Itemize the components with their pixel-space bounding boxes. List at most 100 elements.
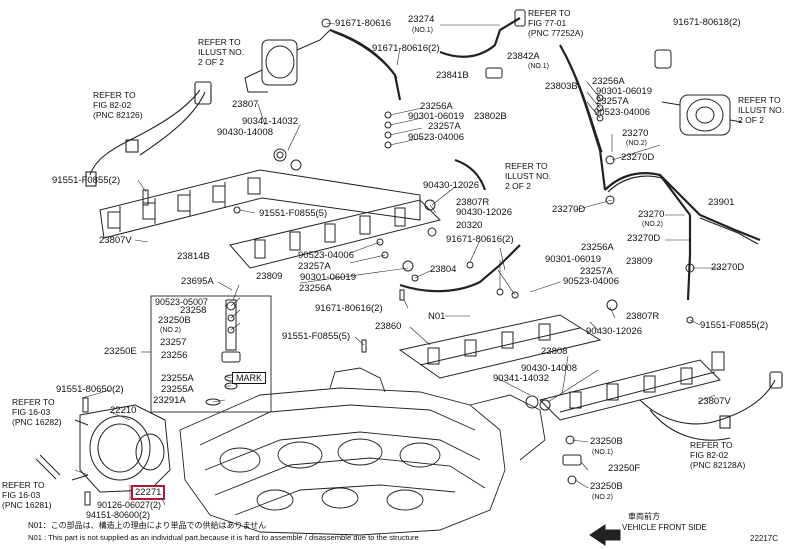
label-90523-04006-c[interactable]: 90523-04006 — [408, 132, 464, 143]
label-90430-14008-l[interactable]: 90430-14008 — [217, 127, 273, 138]
label-22210[interactable]: 22210 — [110, 405, 137, 416]
label-90301-06019-m2[interactable]: 90301-06019 — [545, 254, 601, 265]
label-23803b[interactable]: 23803B — [545, 81, 578, 92]
label-91551-f0855-5b[interactable]: 91551-F0855(5) — [282, 331, 351, 342]
fasteners — [35, 9, 695, 506]
label-23802b[interactable]: 23802B — [474, 111, 507, 122]
leader-lines — [74, 22, 720, 506]
label-23250b[interactable]: 23250B — [158, 315, 191, 326]
label-23250e[interactable]: 23250E — [104, 346, 137, 357]
label-23274[interactable]: 23274 — [408, 14, 435, 25]
label-23807v-l[interactable]: 23807V — [99, 235, 132, 246]
label-23256a-m2[interactable]: 23256A — [581, 242, 614, 253]
label-91551-f0855-5a[interactable]: 91551-F0855(5) — [259, 208, 328, 219]
wire-harnesses — [85, 81, 783, 441]
label-23270d-a[interactable]: 23270D — [621, 152, 655, 163]
label-91551-f0855-l[interactable]: 91551-F0855(2) — [52, 175, 121, 186]
label-90430-14008-r[interactable]: 90430-14008 — [521, 363, 577, 374]
label-90301-06019-r[interactable]: 90301-06019 — [596, 86, 652, 97]
label-23804[interactable]: 23804 — [430, 264, 457, 275]
label-23270d-d[interactable]: 23270D — [711, 262, 745, 273]
label-90430-12026-a[interactable]: 90430-12026 — [423, 180, 479, 191]
label-23842a[interactable]: 23842A — [507, 51, 540, 62]
label-91671-80618[interactable]: 91671-80618(2) — [673, 17, 741, 28]
label-91551-80650[interactable]: 91551-80650(2) — [56, 384, 124, 395]
vehicle-front-arrow-icon — [589, 524, 621, 546]
label-90523-04006-m2[interactable]: 90523-04006 — [563, 276, 619, 287]
label-23841b[interactable]: 23841B — [436, 70, 469, 81]
intake-manifold — [179, 367, 546, 536]
label-23257a-c[interactable]: 23257A — [428, 121, 461, 132]
label-23860[interactable]: 23860 — [375, 321, 402, 332]
fuel-pump-left — [244, 29, 331, 93]
label-23270d-c[interactable]: 23270D — [627, 233, 661, 244]
label-90523-05007[interactable]: 90523-05007 — [155, 297, 209, 307]
label-22271-highlighted[interactable]: 22271 — [130, 485, 166, 500]
label-23255a-2[interactable]: 23255A — [161, 384, 194, 395]
label-23257a-m2[interactable]: 23257A — [580, 266, 613, 277]
label-23291a[interactable]: 23291A — [153, 395, 186, 406]
label-90430-12026-c[interactable]: 90430-12026 — [586, 326, 642, 337]
label-23250b-sub: (NO.2) — [160, 327, 181, 334]
label-23809-m[interactable]: 23809 — [256, 271, 283, 282]
label-90430-12026-b[interactable]: 90430-12026 — [456, 207, 512, 218]
label-23814b[interactable]: 23814B — [177, 251, 210, 262]
label-23809-r[interactable]: 23809 — [626, 256, 653, 267]
mark-box-wrap: MARK — [232, 372, 267, 384]
label-20320[interactable]: 20320 — [456, 220, 483, 231]
label-90301-06019-c[interactable]: 90301-06019 — [408, 111, 464, 122]
label-23270-b[interactable]: 23270 — [638, 209, 665, 220]
label-23250b-b[interactable]: 23250B — [590, 436, 623, 447]
label-91671-80616-c[interactable]: 91671-80616(2) — [446, 234, 514, 245]
label-90126-06027[interactable]: 90126-06027(2) — [97, 500, 162, 510]
pipe-outlines — [332, 31, 759, 245]
label-23257[interactable]: 23257 — [160, 337, 187, 348]
fuel-pump-right — [661, 94, 743, 136]
label-91671-80616-a[interactable]: 91671-80616 — [335, 18, 391, 29]
label-23256a-m[interactable]: 23256A — [299, 283, 332, 294]
label-23270-a[interactable]: 23270 — [622, 128, 649, 139]
label-23807v-r[interactable]: 23807V — [698, 396, 731, 407]
label-23901[interactable]: 23901 — [708, 197, 735, 208]
label-23257a-r[interactable]: 23257A — [596, 96, 629, 107]
label-90341-14032-r[interactable]: 90341-14032 — [493, 373, 549, 384]
label-23807r-b[interactable]: 23807R — [626, 311, 660, 322]
label-91671-80616-d[interactable]: 91671-80616(2) — [315, 303, 383, 314]
label-23807[interactable]: 23807 — [232, 99, 259, 110]
label-23256a-r[interactable]: 23256A — [592, 76, 625, 87]
label-91671-80616-b[interactable]: 91671-80616(2) — [372, 43, 440, 54]
label-n01[interactable]: N01 — [428, 311, 446, 322]
label-23250b-c[interactable]: 23250B — [590, 481, 623, 492]
label-94151-80600[interactable]: 94151-80600(2) — [86, 510, 151, 520]
label-23807r-a[interactable]: 23807R — [456, 197, 490, 208]
injector-group-box — [150, 295, 272, 413]
label-23258[interactable]: 23258 — [180, 305, 207, 316]
label-90341-14032-l[interactable]: 90341-14032 — [242, 116, 298, 127]
footnote-jp: N01：この部品は、構造上の理由により単品での供給はありません — [28, 521, 267, 530]
label-23250f[interactable]: 23250F — [608, 463, 641, 474]
fuel-rail-right — [398, 314, 725, 421]
label-23257a-m[interactable]: 23257A — [298, 261, 331, 272]
label-90301-06019-m[interactable]: 90301-06019 — [300, 272, 356, 283]
label-23256[interactable]: 23256 — [161, 350, 188, 361]
label-90523-04006-r[interactable]: 90523-04006 — [594, 107, 650, 118]
vehicle-front-jp: 車両前方 — [628, 512, 660, 521]
label-91551-f0855-r[interactable]: 91551-F0855(2) — [700, 320, 769, 331]
label-23695a[interactable]: 23695A — [181, 276, 214, 287]
fuel-rail-left — [99, 169, 441, 269]
label-23255a-1[interactable]: 23255A — [161, 373, 194, 384]
label-23256a-c[interactable]: 23256A — [420, 101, 453, 112]
label-23250b-c-sub: (NO.2) — [592, 494, 613, 501]
label-23808[interactable]: 23808 — [541, 346, 568, 357]
label-90523-04006-m[interactable]: 90523-04006 — [298, 250, 354, 261]
label-23270d-b[interactable]: 23270D — [552, 204, 586, 215]
